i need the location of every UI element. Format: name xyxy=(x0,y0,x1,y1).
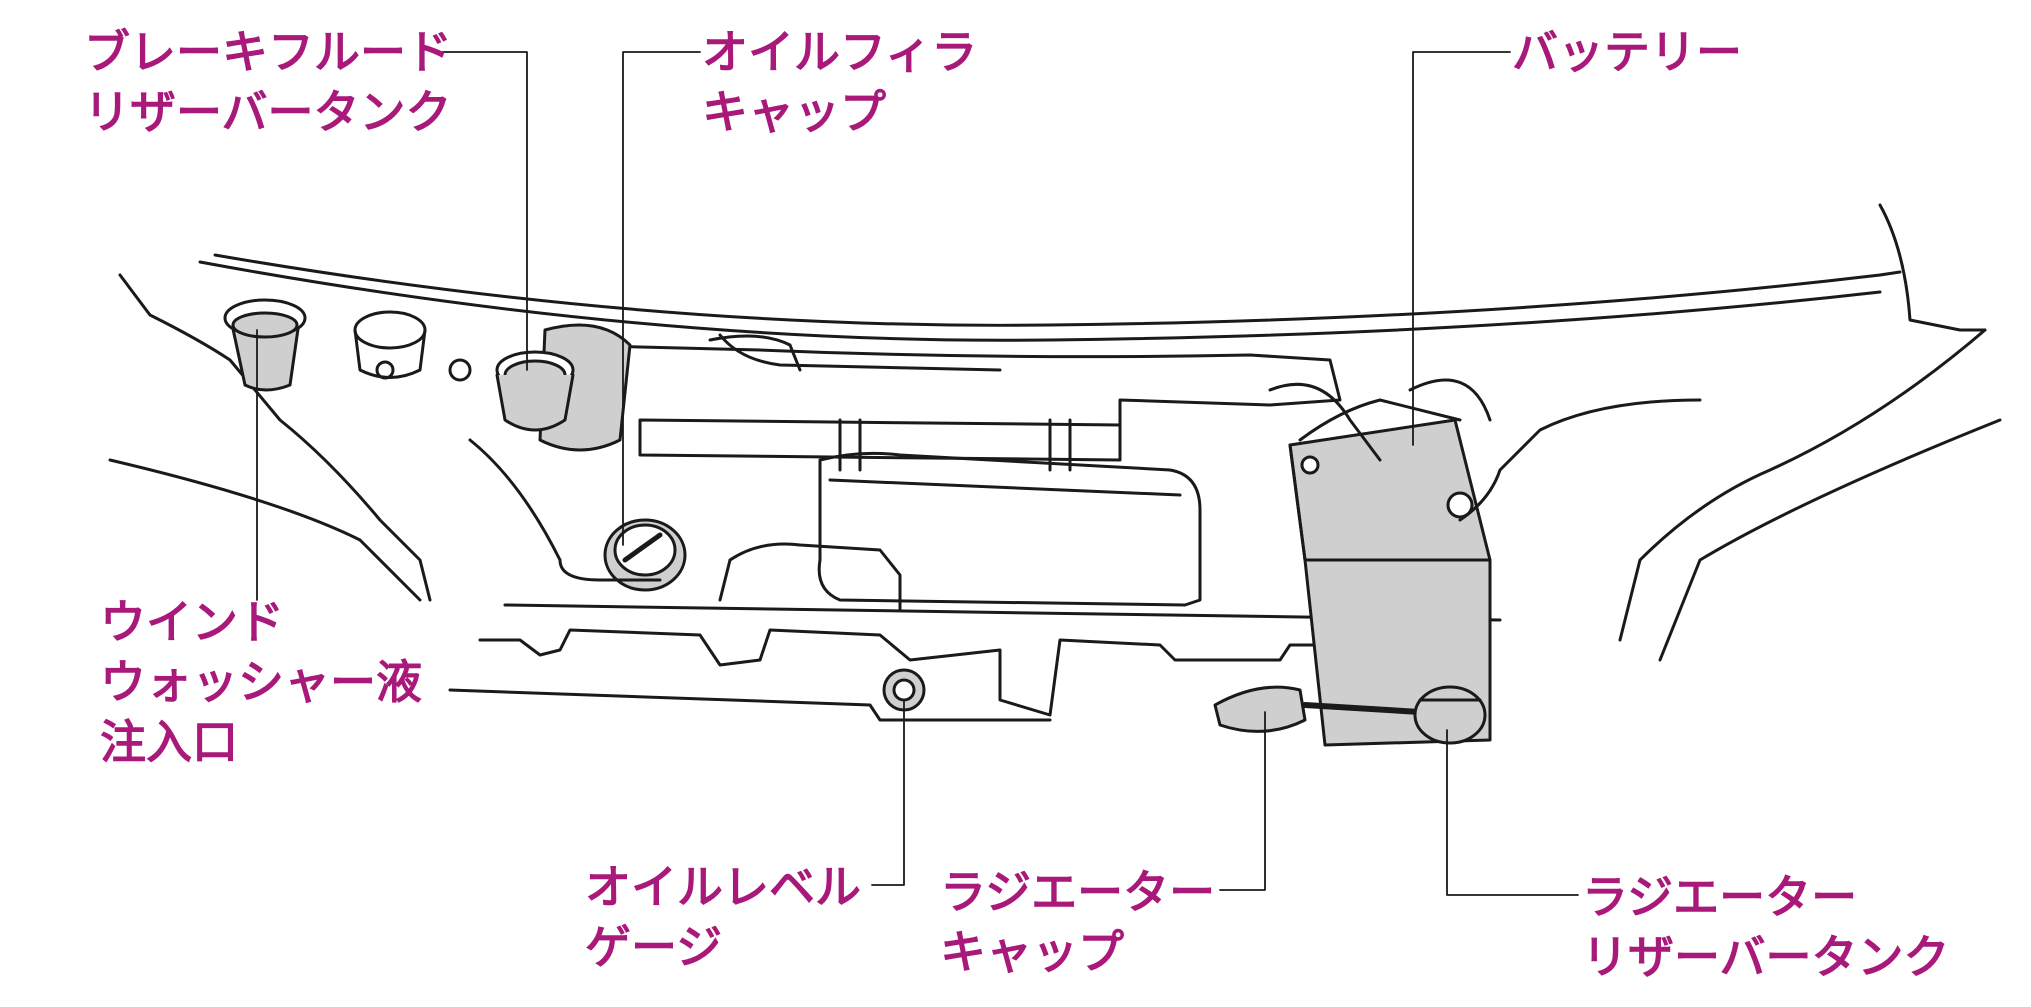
washer-line-1: ウインド xyxy=(100,595,284,649)
oil-filler xyxy=(468,438,687,592)
leader-oil-level xyxy=(871,701,905,886)
air-duct xyxy=(718,542,902,612)
radiator-tank-line-2: リザーバータンク xyxy=(1582,930,1950,984)
battery-cable xyxy=(1268,382,1382,462)
battery-line-1: バッテリー xyxy=(1512,25,1742,79)
oil-level-line-2: ゲージ xyxy=(585,920,723,974)
oil-level-gauge-label: オイルレベル ゲージ xyxy=(585,857,861,977)
radiator-cap-line-1: ラジエーター xyxy=(940,865,1216,919)
right-body-line xyxy=(1618,328,1987,642)
air-cleaner xyxy=(817,451,1202,607)
oil-filler-line-2: キャップ xyxy=(702,85,886,139)
right-strut xyxy=(1408,378,1492,422)
air-cleaner-top xyxy=(828,478,1182,497)
washer-cap xyxy=(223,298,307,392)
leader-oil-filler xyxy=(622,51,701,546)
radiator-tank-line-1: ラジエーター xyxy=(1582,870,1858,924)
leader-lines xyxy=(256,51,1579,896)
oil-level-line-1: オイルレベル xyxy=(585,860,861,914)
left-fender xyxy=(118,273,432,602)
washer-fluid-filler-label: ウインド ウォッシャー液 注入口 xyxy=(100,592,422,772)
brake-tank-line-2: リザーバータンク xyxy=(84,85,452,139)
leader-battery xyxy=(1412,51,1511,446)
intake-bar xyxy=(638,418,1122,462)
intake-pipe xyxy=(838,418,1072,472)
leader-radiator-cap xyxy=(1219,711,1266,891)
lower-crossmember xyxy=(478,628,1422,717)
master-cylinder xyxy=(353,310,472,382)
hood-edge-inner xyxy=(198,260,1882,342)
hood-edge xyxy=(213,253,1902,327)
right-fender xyxy=(1878,203,1987,332)
brake-fluid-reservoir-label: ブレーキフルード リザーバータンク xyxy=(84,22,452,142)
oil-filler-cap-label: オイルフィラ キャップ xyxy=(702,22,977,142)
radiator-cap-line-2: キャップ xyxy=(940,925,1124,979)
leader-radiator-tank xyxy=(1446,729,1579,896)
radiator-reservoir xyxy=(1413,685,1487,745)
hood-latch xyxy=(708,334,802,372)
engine-top xyxy=(558,343,1342,427)
leader-brake-tank xyxy=(441,51,528,371)
oil-filler-line-1: オイルフィラ xyxy=(702,25,978,79)
brake-tank-line-1: ブレーキフルード xyxy=(84,25,452,79)
oil-level-gauge xyxy=(882,668,926,712)
radiator-reservoir-tank-label: ラジエーター リザーバータンク xyxy=(1582,867,1950,987)
washer-line-3: 注入口 xyxy=(100,715,238,769)
battery xyxy=(1268,382,1702,747)
washer-line-2: ウォッシャー液 xyxy=(100,655,422,709)
engine-top-2 xyxy=(718,333,1002,372)
bumper-line xyxy=(448,688,1052,722)
radiator-cap xyxy=(1213,685,1423,733)
battery-label: バッテリー xyxy=(1512,22,1742,82)
radiator-cap-label: ラジエーター キャップ xyxy=(940,862,1215,982)
right-body-line-2 xyxy=(1658,418,2002,662)
left-body-line xyxy=(108,458,422,602)
brake-reservoir xyxy=(495,323,632,452)
